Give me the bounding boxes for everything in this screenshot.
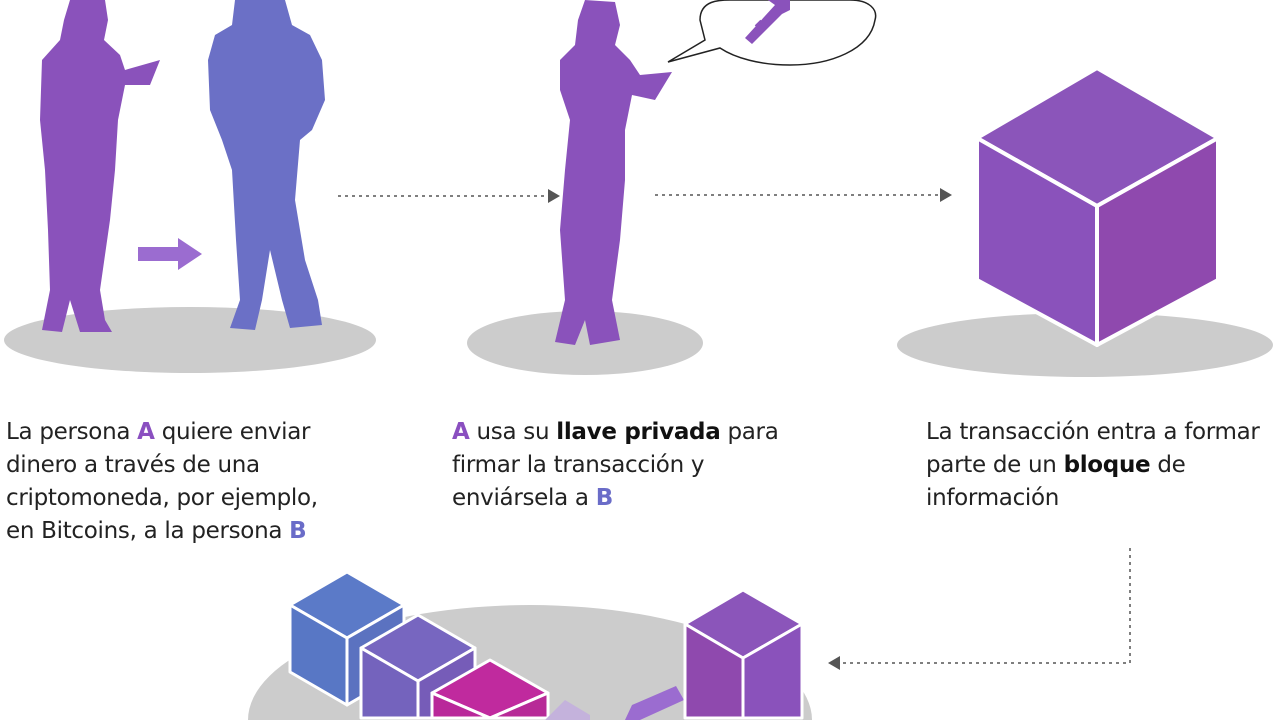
person-a-label: A xyxy=(452,419,470,445)
step-1-caption: La persona A quiere enviar dinero a trav… xyxy=(6,416,346,548)
chain-cube-magenta xyxy=(430,658,550,720)
person-b-label: B xyxy=(595,485,614,511)
caption-text: para firmar la transacción y enviársela … xyxy=(452,419,779,511)
caption-text: quiere enviar dinero a través de una cri… xyxy=(6,419,318,544)
ground-shadow-3 xyxy=(897,313,1273,377)
arrow-right-icon xyxy=(138,238,202,270)
person-b-silhouette xyxy=(208,0,325,330)
arrowhead-icon xyxy=(548,189,560,203)
step-3-caption: La transacción entra a formar parte de u… xyxy=(926,416,1276,515)
caption-text: La transacción entra a formar parte de u… xyxy=(926,419,1260,478)
ground-shadow-2 xyxy=(467,311,703,375)
person-b-label: B xyxy=(289,518,307,544)
caption-text: La persona xyxy=(6,419,138,445)
private-key-label: llave privada xyxy=(556,419,721,445)
arrow-into-chain-icon xyxy=(625,686,684,720)
step-2-caption: A usa su llave privada para firmar la tr… xyxy=(452,416,802,515)
caption-text: usa su xyxy=(469,419,557,445)
person-a-label: A xyxy=(137,419,155,445)
arrowhead-icon xyxy=(940,188,952,202)
block-label: bloque xyxy=(1063,452,1151,478)
key-icon xyxy=(745,0,790,44)
arrowhead-icon xyxy=(828,656,840,670)
ghost-cube xyxy=(545,700,590,720)
person-a-signing-silhouette xyxy=(555,0,672,345)
information-block-cube xyxy=(975,66,1220,347)
person-a-silhouette xyxy=(40,0,160,332)
caption-text: de información xyxy=(926,452,1186,511)
dotted-arrow-3 xyxy=(842,548,1131,664)
speech-bubble xyxy=(667,0,877,66)
chain-cube-new xyxy=(683,588,804,720)
